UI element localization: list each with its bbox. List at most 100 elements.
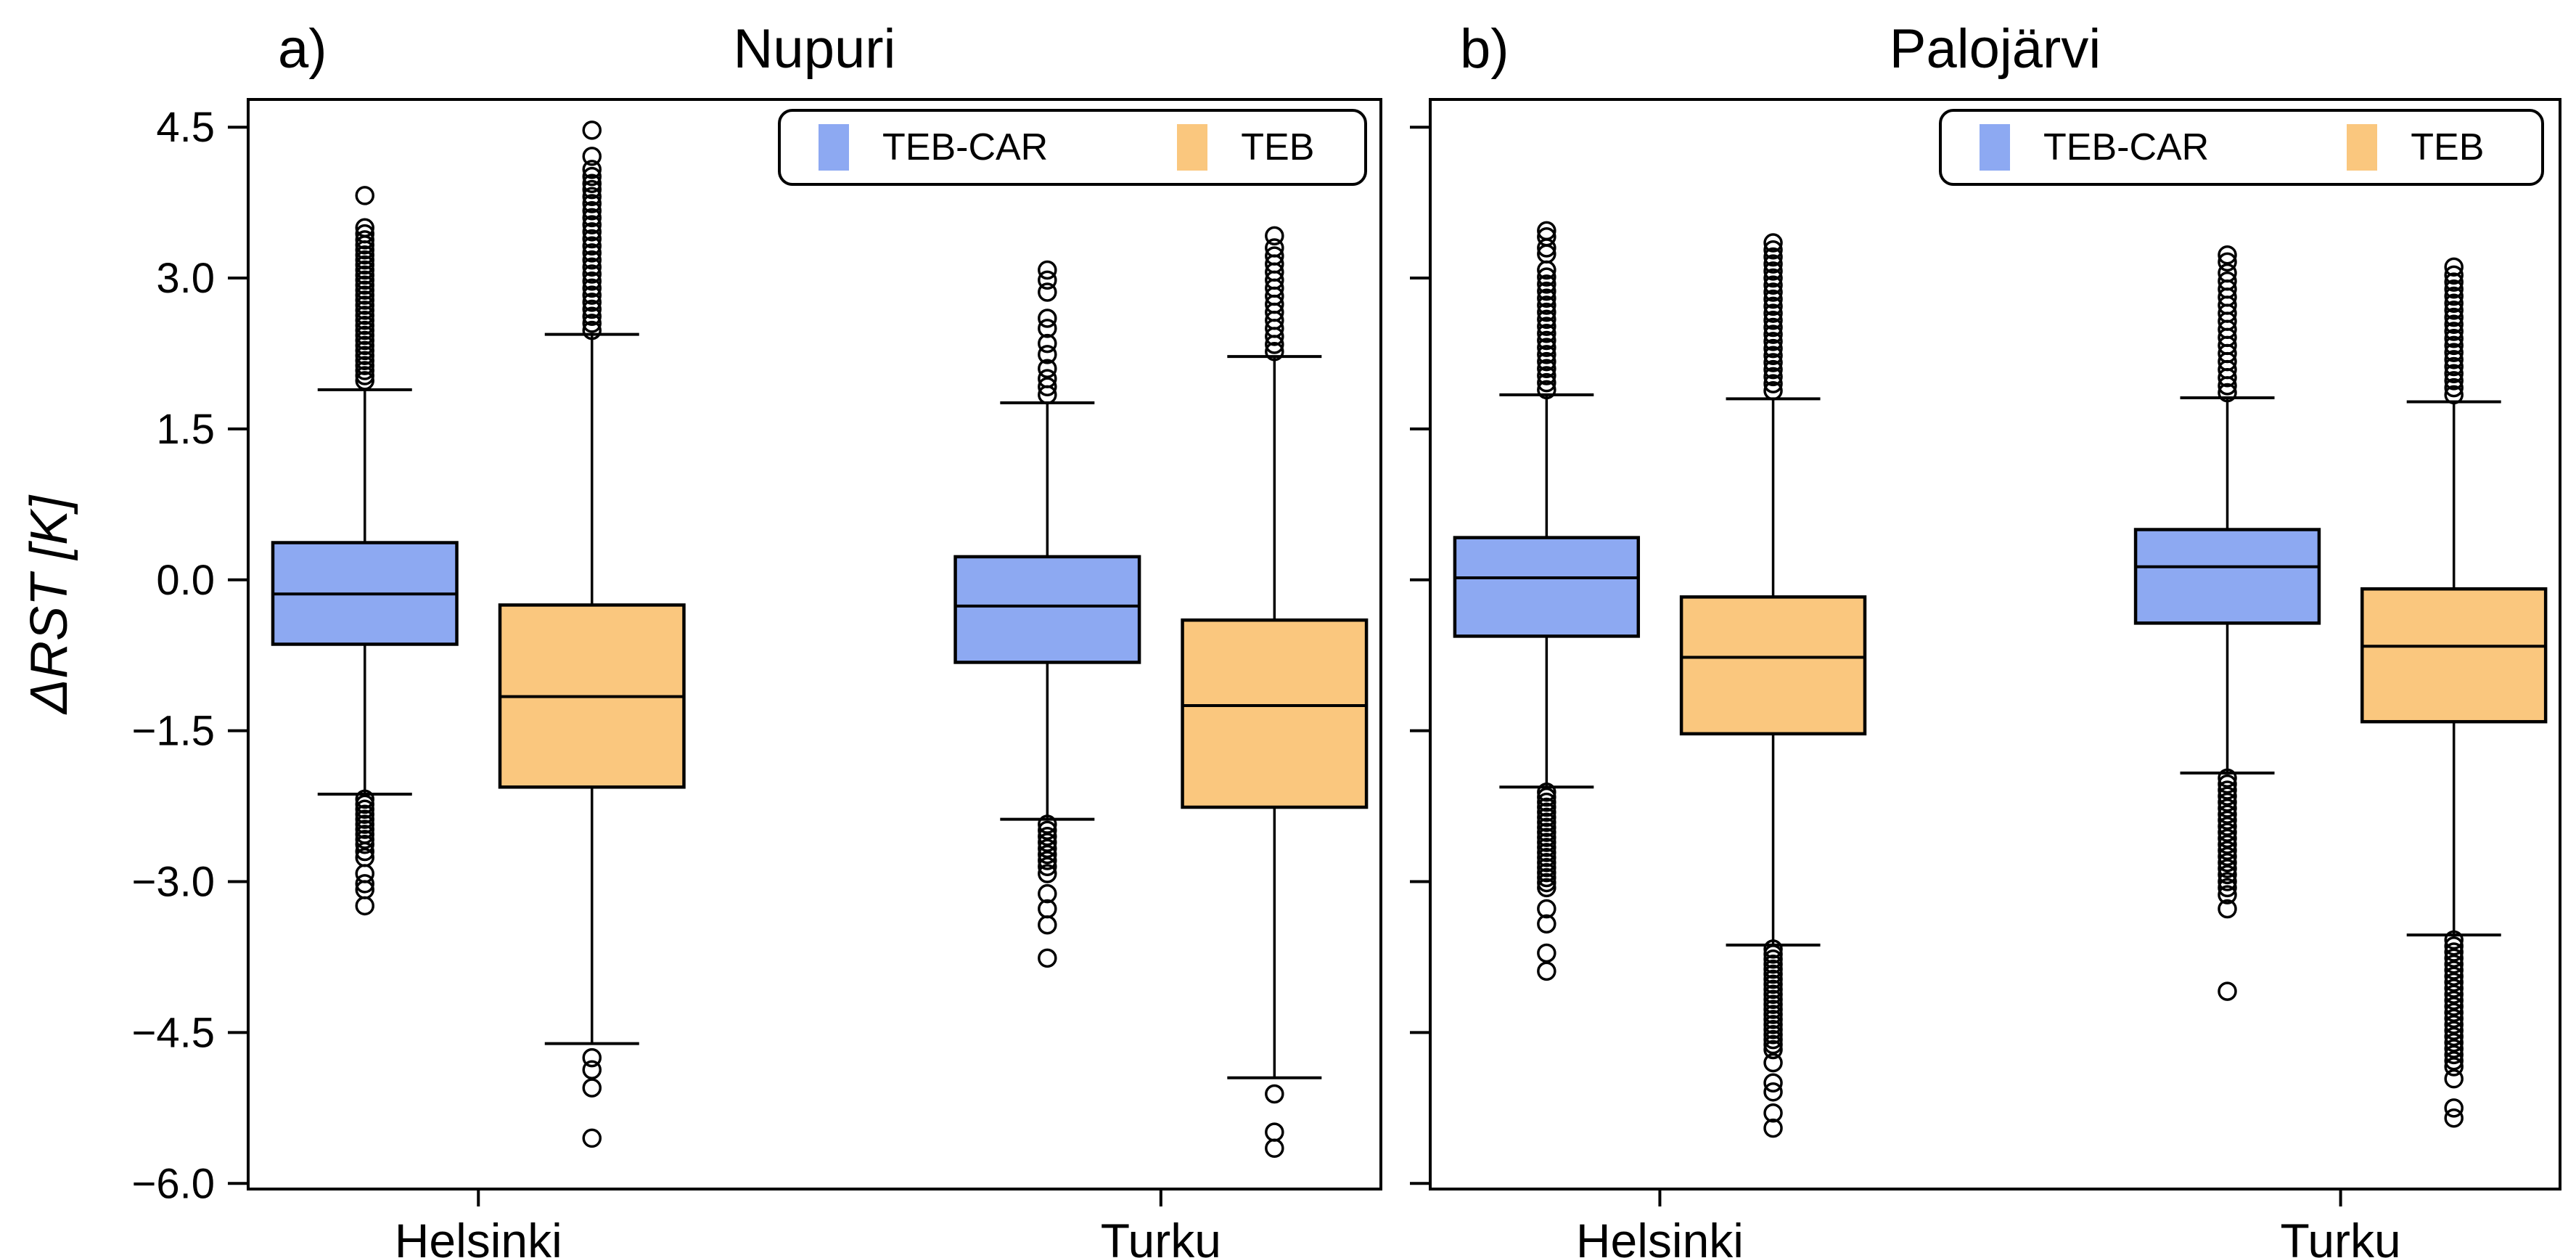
y-tick-label: 1.5 bbox=[156, 406, 215, 453]
panel-a-label: a) bbox=[278, 18, 327, 80]
y-axis-label: ΔRST [K] bbox=[20, 495, 78, 714]
outlier-point bbox=[355, 311, 375, 330]
outlier-point bbox=[355, 245, 375, 265]
outlier-point bbox=[2218, 810, 2237, 830]
x-tick-label-helsinki: Helsinki bbox=[1576, 1214, 1744, 1258]
outlier-point bbox=[1763, 944, 1783, 964]
outlier-point bbox=[2218, 774, 2237, 794]
outlier-point bbox=[1537, 782, 1556, 802]
outlier-point bbox=[2218, 822, 2237, 842]
outlier-point bbox=[2444, 1098, 2464, 1118]
outlier-point bbox=[1537, 852, 1556, 873]
outlier-point bbox=[1763, 984, 1783, 1005]
outlier-point bbox=[355, 275, 375, 295]
outlier-point bbox=[1038, 833, 1057, 852]
outlier-point bbox=[1763, 247, 1783, 267]
legend-entry-teb-car: TEB-CAR bbox=[819, 124, 1048, 171]
iqr-box bbox=[1181, 618, 1369, 809]
outlier-point bbox=[1763, 359, 1783, 380]
outlier-point bbox=[1038, 345, 1057, 364]
teb-color-swatch bbox=[2347, 124, 2378, 171]
outlier-point bbox=[582, 320, 602, 340]
outlier-point bbox=[582, 173, 602, 194]
box-teb-helsinki bbox=[1679, 233, 1867, 1138]
outlier-point bbox=[582, 187, 602, 207]
outlier-point bbox=[1763, 1082, 1783, 1102]
outlier-point bbox=[1537, 822, 1556, 842]
outlier-point bbox=[355, 830, 375, 849]
outlier-point bbox=[2444, 265, 2464, 285]
outlier-point bbox=[1763, 233, 1783, 253]
box-teb-helsinki bbox=[498, 121, 686, 1148]
outlier-point bbox=[2444, 1033, 2464, 1053]
outlier-point bbox=[582, 222, 602, 242]
y-tick-label: −4.5 bbox=[132, 1009, 216, 1056]
outlier-point bbox=[355, 230, 375, 250]
outlier-point bbox=[355, 335, 375, 356]
outlier-point bbox=[1763, 367, 1783, 387]
outlier-point bbox=[355, 366, 375, 385]
outlier-point bbox=[2218, 859, 2237, 878]
outlier-point bbox=[355, 351, 375, 370]
outlier-point bbox=[2444, 1108, 2464, 1128]
outlier-point bbox=[1265, 226, 1284, 246]
outlier-point bbox=[1763, 332, 1783, 351]
outlier-point bbox=[1763, 969, 1783, 989]
outlier-point bbox=[582, 257, 602, 277]
outlier-point bbox=[1537, 828, 1556, 847]
outlier-point bbox=[1763, 1000, 1783, 1019]
outlier-point bbox=[355, 240, 375, 260]
outlier-point bbox=[1763, 268, 1783, 288]
outlier-point bbox=[582, 229, 602, 249]
outlier-point bbox=[355, 814, 375, 834]
outlier-point bbox=[1537, 309, 1556, 330]
outlier-point bbox=[1537, 817, 1556, 837]
iqr-box bbox=[1453, 536, 1641, 638]
outlier-point bbox=[355, 804, 375, 824]
outlier-point bbox=[355, 835, 375, 854]
outlier-point bbox=[1537, 792, 1556, 812]
outlier-point bbox=[1763, 1073, 1783, 1092]
outlier-point bbox=[2444, 997, 2464, 1016]
outlier-point bbox=[1763, 346, 1783, 366]
outlier-point bbox=[582, 200, 602, 221]
outlier-point bbox=[1038, 260, 1057, 280]
outlier-point bbox=[2444, 966, 2464, 987]
outlier-point bbox=[2218, 872, 2237, 891]
outlier-point bbox=[1763, 296, 1783, 316]
outlier-point bbox=[2218, 828, 2237, 849]
outlier-point bbox=[2444, 960, 2464, 980]
outlier-point bbox=[2444, 377, 2464, 398]
outlier-point bbox=[2444, 371, 2464, 391]
outlier-point bbox=[1537, 787, 1556, 807]
axes-frame bbox=[1429, 98, 2561, 1190]
outlier-point bbox=[2444, 972, 2464, 992]
outlier-point bbox=[582, 1047, 602, 1068]
outlier-point bbox=[1038, 319, 1057, 338]
outlier-point bbox=[1537, 961, 1556, 981]
panel-a-title-row: Nupuri bbox=[247, 13, 1382, 86]
outlier-point bbox=[2444, 1008, 2464, 1029]
outlier-point bbox=[355, 250, 375, 270]
outlier-point bbox=[1537, 807, 1556, 828]
outlier-point bbox=[1537, 295, 1556, 315]
outlier-point bbox=[1537, 848, 1556, 867]
iqr-box bbox=[953, 555, 1141, 664]
outlier-point bbox=[355, 306, 375, 325]
outlier-point bbox=[2218, 899, 2237, 919]
outlier-point bbox=[1537, 867, 1556, 888]
outlier-point bbox=[355, 285, 375, 305]
outlier-point bbox=[2444, 350, 2464, 369]
outlier-point bbox=[1763, 959, 1783, 979]
outlier-point bbox=[1038, 814, 1057, 834]
outlier-point bbox=[2218, 376, 2237, 396]
box-teb-car-turku bbox=[953, 260, 1141, 968]
outlier-point bbox=[2444, 301, 2464, 320]
outlier-point bbox=[582, 208, 602, 228]
outlier-point bbox=[2444, 954, 2464, 974]
outlier-point bbox=[2218, 792, 2237, 812]
outlier-point bbox=[1763, 1029, 1783, 1050]
outlier-point bbox=[582, 147, 602, 166]
box-teb-turku bbox=[2360, 257, 2548, 1128]
